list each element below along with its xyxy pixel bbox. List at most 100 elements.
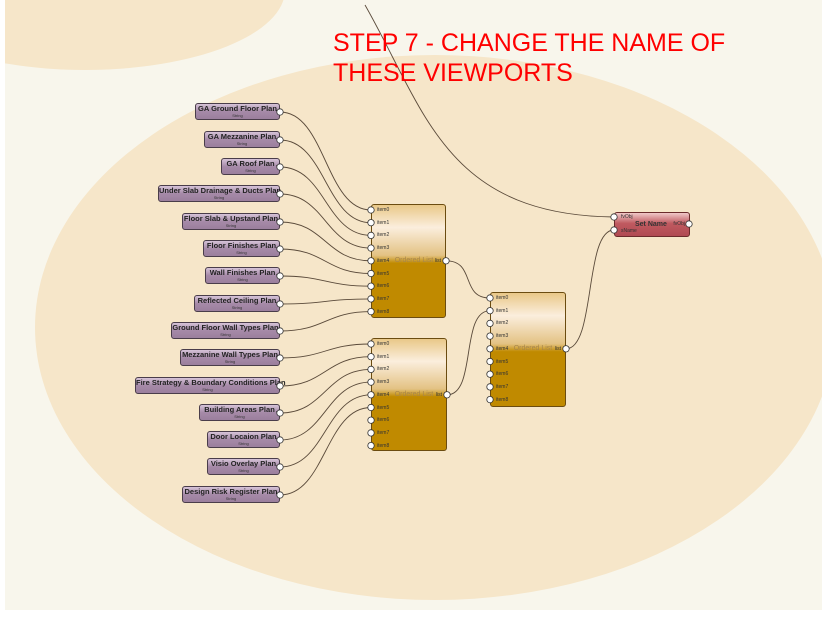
output-label: fvObj xyxy=(673,221,685,227)
wire xyxy=(279,368,372,414)
wire xyxy=(279,111,372,211)
input-label: item3 xyxy=(496,333,509,340)
input-label: item1 xyxy=(377,353,390,360)
wire xyxy=(364,4,615,218)
string-value: Under Slab Drainage & Ducts Plan xyxy=(159,186,282,195)
output-label: s xyxy=(276,409,278,414)
wire xyxy=(279,343,372,359)
wire xyxy=(279,381,372,441)
wire xyxy=(279,298,372,305)
input-label: item1 xyxy=(496,307,509,314)
wire xyxy=(279,248,372,274)
node-type: String xyxy=(238,468,249,473)
node-name: Ordered List xyxy=(394,256,434,264)
step-title: STEP 7 - CHANGE THE NAME OF THESE VIEWPO… xyxy=(333,29,726,87)
node-type: String xyxy=(225,223,237,228)
wire xyxy=(279,139,372,224)
input-label: item6 xyxy=(377,417,390,424)
string-value: GA Mezzanine Plan xyxy=(207,132,277,141)
input-label: item0 xyxy=(377,207,390,213)
output-label: s xyxy=(276,108,278,113)
input-label: item0 xyxy=(496,295,509,301)
node-name: Set Name xyxy=(635,221,667,228)
wire xyxy=(279,166,372,236)
output-label: s xyxy=(276,190,278,195)
input-label: item2 xyxy=(377,232,390,239)
input-label: item7 xyxy=(377,429,390,436)
output-label: s xyxy=(276,354,278,359)
set-name-node[interactable]: fvObj sName Set Name fvObj xyxy=(614,212,690,237)
output-label: s xyxy=(276,163,278,168)
wire xyxy=(279,311,372,332)
input-label: item5 xyxy=(377,404,390,411)
input-label: sName xyxy=(621,228,637,234)
string-value: Wall Finishes Plan xyxy=(209,268,276,277)
node-type: String xyxy=(236,141,248,146)
output-label: s xyxy=(276,300,278,305)
wire xyxy=(279,193,372,249)
node-type: String xyxy=(237,277,248,282)
string-value: GA Roof Plan xyxy=(226,159,275,168)
node-canvas[interactable]: STEP 7 - CHANGE THE NAME OF THESE VIEWPO… xyxy=(5,0,822,610)
input-label: item8 xyxy=(496,396,509,403)
string-value: GA Ground Floor Plan xyxy=(198,104,277,113)
output-label: list xyxy=(554,345,561,352)
input-label: item4 xyxy=(496,345,509,352)
node-type: String xyxy=(232,113,243,118)
string-value: Reflected Ceiling Plan xyxy=(197,296,277,305)
node-type: String xyxy=(224,359,236,364)
input-label: item6 xyxy=(496,371,509,378)
node-type: String xyxy=(225,496,237,501)
string-value: Visio Overlay Plan xyxy=(210,459,277,468)
output-label: s xyxy=(276,327,278,332)
output-label: s xyxy=(276,463,278,468)
string-node[interactable]: Fire Strategy & Boundary Conditions Plan… xyxy=(135,377,286,394)
input-label: item5 xyxy=(496,358,509,365)
wire xyxy=(446,310,491,396)
wire xyxy=(279,356,372,387)
node-type: String xyxy=(231,305,243,310)
input-label: fvObj xyxy=(621,214,633,220)
output-label: s xyxy=(276,436,278,441)
node-name: Ordered List xyxy=(394,390,434,398)
input-label: item3 xyxy=(377,379,390,386)
node-type: String xyxy=(245,168,256,173)
output-label: s xyxy=(276,218,278,223)
input-label: item8 xyxy=(377,442,390,449)
wire xyxy=(279,407,372,496)
input-label: item1 xyxy=(377,219,390,226)
input-label: item4 xyxy=(377,257,390,264)
wires xyxy=(279,4,615,496)
node-name: Ordered List xyxy=(513,344,553,352)
string-value: Design Risk Register Plan xyxy=(184,487,278,496)
node-type: String xyxy=(220,332,231,337)
input-label: item5 xyxy=(377,270,390,277)
node-type: String xyxy=(234,414,245,419)
input-label: item4 xyxy=(377,391,390,398)
input-label: item8 xyxy=(377,308,390,315)
input-label: item6 xyxy=(377,283,390,290)
output-label: list xyxy=(434,257,441,264)
node-type: String xyxy=(238,441,249,446)
string-value: Door Locaion Plan xyxy=(210,432,277,441)
string-value: Floor Finishes Plan xyxy=(206,241,277,250)
output-label: s xyxy=(276,382,278,387)
wire xyxy=(279,275,372,287)
